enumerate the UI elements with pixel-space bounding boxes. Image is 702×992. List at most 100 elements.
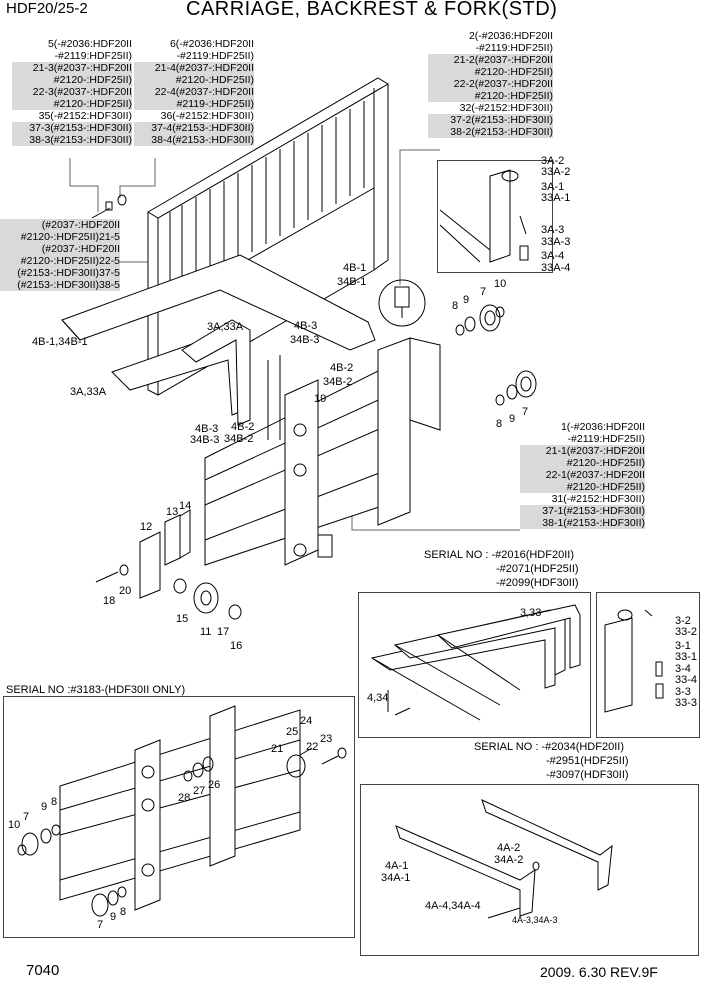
label-34b-1: 34B-1 [337,276,367,288]
label-34a-1: 34A-1 [381,872,411,884]
callout-line: 22-1(#2037-:HDF20II [520,469,645,481]
label-9-c: 9 [41,801,48,813]
label-33a-4: 33A-4 [541,262,571,274]
model-title: HDF20/25-2 [6,0,88,17]
label-3a-33a-left: 3A,33A [70,386,107,398]
label-34a-2: 34A-2 [494,854,524,866]
bolt-washer [91,194,127,219]
label-8-a: 8 [452,300,459,312]
label-19: 19 [314,393,327,405]
label-34b-2-b: 34B-2 [224,433,254,445]
callout-line: 21-4(#2037-:HDF20II [134,62,254,74]
label-4a-4-34a-4: 4A-4,34A-4 [425,900,481,912]
label-7-c: 7 [23,811,30,823]
label-33-2: 33-2 [675,626,698,638]
label-26: 26 [208,779,221,791]
callout-line: #2120-:HDF25II) [520,457,645,469]
inset-box-fork-lock-old [596,592,700,738]
bearings-lower [495,370,537,406]
callout-line: 38-3(#2153-:HDF30II) [12,134,132,146]
leader-line [119,158,156,198]
old-fork-set [370,604,581,721]
callout-line: (#2153-:HDF30II)37-5 [0,267,120,279]
label-4a-1: 4A-1 [385,860,409,872]
label-7-b: 7 [522,406,529,418]
callout-line: 37-2(#2153-:HDF30II) [428,114,553,126]
callout-line: 1(-#2036:HDF20II [560,421,645,433]
serial-note-3: SERIAL NO :#3183-(HDF30II ONLY) [6,684,186,696]
serial-note-2-line-2: -#2951(HDF25II) [546,755,629,767]
label-4b-1: 4B-1 [343,262,367,274]
label-7-a: 7 [480,286,487,298]
label-33-4: 33-4 [675,674,698,686]
callout-line: 2(-#2036:HDF20II [468,30,553,42]
label-33a-2: 33A-2 [541,166,571,178]
left-fork [61,254,376,426]
label-4b-3-a: 4B-3 [294,320,318,332]
label-4b-2-b: 4B-2 [231,421,255,433]
leader-line [399,149,440,285]
callout-line: 38-1(#2153-:HDF30II) [520,517,645,529]
serial-note-1-line-3: -#2099(HDF30II) [496,577,579,589]
label-3-4: 3-4 [675,663,691,675]
callout-line: 22-3(#2037-:HDF20II [12,86,132,98]
callout-line: #2120-:HDF25II) [428,90,553,102]
label-13: 13 [166,506,179,518]
callout-line: 38-4(#2153-:HDF30II) [134,134,254,146]
label-4b-1-34b-1: 4B-1,34B-1 [32,336,88,348]
label-24: 24 [300,715,313,727]
callout-line: -#2119:HDF25II) [567,433,645,445]
callout-line: #2120-:HDF25II) [520,481,645,493]
label-3-2: 3-2 [675,615,691,627]
label-18: 18 [103,595,116,607]
callout-line: 37-3(#2153-:HDF30II) [12,122,132,134]
detail-circle [378,279,426,327]
label-14: 14 [179,500,192,512]
bearings-upper [455,304,505,336]
label-8-b: 8 [496,418,503,430]
callout-part-1: 1(-#2036:HDF20II-#2119:HDF25II)21-1(#203… [520,421,645,529]
page-title: CARRIAGE, BACKREST & FORK(STD) [186,0,558,20]
label-16: 16 [230,640,243,652]
serial-note-1-line-1: SERIAL NO : -#2016(HDF20II) [424,549,574,561]
label-33a-3: 33A-3 [541,236,571,248]
label-15: 15 [176,613,189,625]
new-fork-set [395,799,613,919]
label-23: 23 [320,733,333,745]
label-27: 27 [193,785,206,797]
label-4-34: 4,34 [367,692,389,704]
callout-line: -#2119:HDF25II) [54,50,132,62]
label-22: 22 [306,741,319,753]
callout-part-6: 6(-#2036:HDF20II-#2119:HDF25II)21-4(#203… [134,38,254,146]
label-34b-2-a: 34B-2 [323,376,353,388]
callout-line: 22-4(#2037-:HDF20II [134,86,254,98]
label-3-33: 3,33 [520,607,542,619]
callout-line: (#2037-:HDF20II [0,243,120,255]
inset-box-fork-set-old [358,592,591,738]
callout-parts-21-5-38-5: (#2037-:HDF20II#2120-:HDF25II)21-5(#2037… [0,219,120,291]
label-12: 12 [140,521,153,533]
side-roller-assembly [95,509,242,620]
new-carriage-assembly [17,705,347,917]
fork-lock-pin [394,286,410,318]
revision-date: 2009. 6.30 REV.9F [540,964,658,980]
label-11: 11 [200,626,212,638]
serial-note-1-line-2: -#2071(HDF25II) [496,563,579,575]
callout-line: -#2119:HDF25II) [176,50,254,62]
label-4b-3-b: 4B-3 [195,423,219,435]
label-33a-1: 33A-1 [541,192,571,204]
label-9-a: 9 [463,294,470,306]
callout-line: 22-2(#2037-:HDF20II [428,78,553,90]
callout-line: 6(-#2036:HDF20II [169,38,254,50]
callout-line: (#2153-:HDF30II)38-5 [0,279,120,291]
label-34b-3-a: 34B-3 [290,334,320,346]
label-3a-2: 3A-2 [541,155,565,167]
label-21: 21 [271,743,284,755]
callout-line: #2120-:HDF25II) [428,66,553,78]
inset-box-fork-lock [437,160,553,273]
label-4a-3-34a-3: 4A-3,34A-3 [512,915,558,925]
label-3a-4: 3A-4 [541,250,565,262]
callout-line: #2119-:HDF25II) [134,98,254,110]
leader-line [69,158,99,212]
